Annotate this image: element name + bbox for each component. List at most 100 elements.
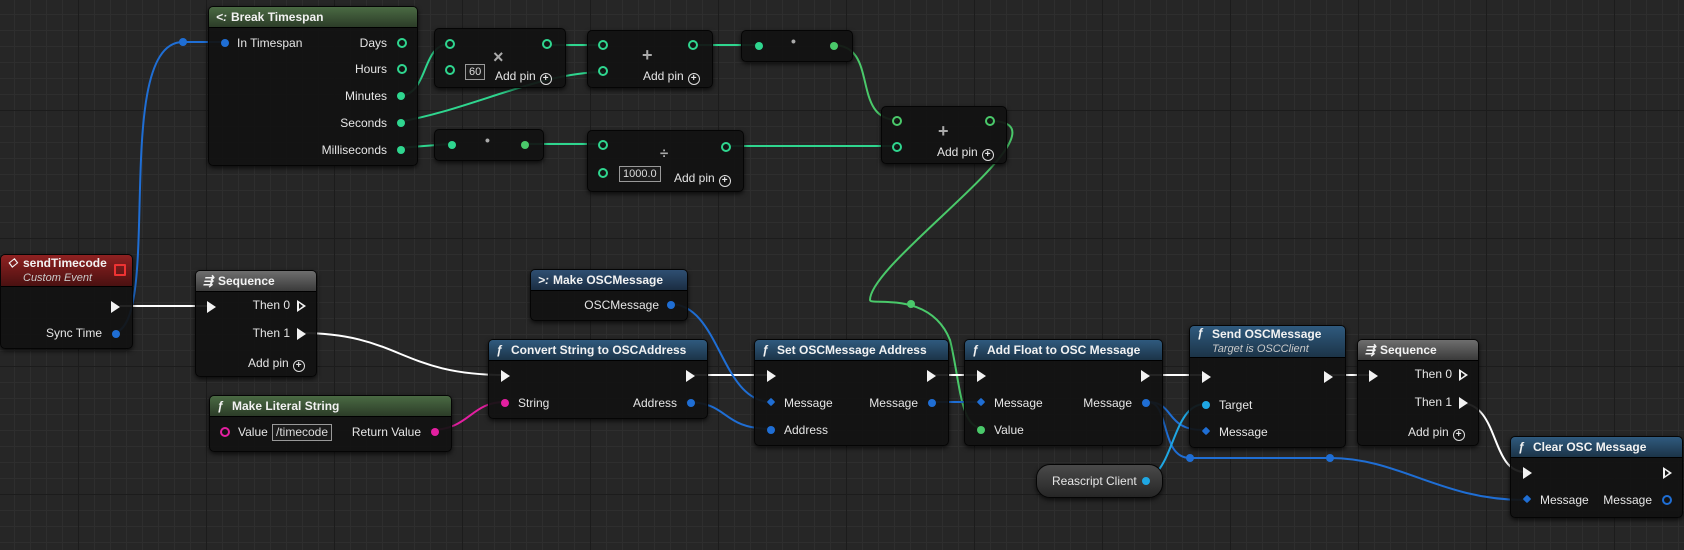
sequence-node-2[interactable]: ⇶Sequence Then 0 Then 1 Add pin+ xyxy=(1357,339,1479,446)
add-node-2[interactable]: + Add pin+ xyxy=(881,106,1007,164)
add1-add-pin-button[interactable]: Add pin+ xyxy=(643,69,700,85)
divide-out-pin[interactable] xyxy=(721,142,731,152)
set-address-exec-in-pin[interactable] xyxy=(767,370,776,382)
sync-time-pin[interactable] xyxy=(112,330,120,338)
address-label: Address xyxy=(632,396,677,410)
value-text-input[interactable]: /timecode xyxy=(272,424,333,441)
divide-node[interactable]: 1000.0 ÷ Add pin+ xyxy=(587,130,744,192)
set-address-message-in-pin[interactable] xyxy=(766,397,776,407)
sequence1-add-pin-button[interactable]: Add pin+ xyxy=(248,356,305,372)
break-timespan-node[interactable]: <:Break Timespan In Timespan Days Hours … xyxy=(208,6,418,166)
send-osc-exec-out-pin[interactable] xyxy=(1324,371,1333,383)
multiply-in-b-pin[interactable] xyxy=(445,65,455,75)
multiply-in-a-pin[interactable] xyxy=(445,39,455,49)
clear-exec-in-pin[interactable] xyxy=(1523,467,1532,479)
sequence1-exec-in-pin[interactable] xyxy=(207,301,216,313)
reroute2-out-pin[interactable] xyxy=(521,141,529,149)
reroute-node-1[interactable]: • xyxy=(741,30,853,62)
divide-add-pin-button[interactable]: Add pin+ xyxy=(674,171,731,187)
reroute1-symbol: • xyxy=(791,33,796,49)
send-osc-message-pin[interactable] xyxy=(1201,426,1211,436)
convert-exec-in-pin[interactable] xyxy=(501,370,510,382)
hours-pin[interactable] xyxy=(397,64,407,74)
node-header[interactable]: ⇶Sequence xyxy=(1358,340,1478,361)
sequence1-then0-pin[interactable] xyxy=(297,300,306,312)
seconds-pin[interactable] xyxy=(397,119,405,127)
clear-message-out-pin[interactable] xyxy=(1662,495,1672,505)
milliseconds-pin[interactable] xyxy=(397,146,405,154)
sequence2-then0-pin[interactable] xyxy=(1459,369,1468,381)
add1-in-a-pin[interactable] xyxy=(598,40,608,50)
add-float-exec-out-pin[interactable] xyxy=(1141,370,1150,382)
send-osc-exec-in-pin[interactable] xyxy=(1202,371,1211,383)
reroute2-in-pin[interactable] xyxy=(448,141,456,149)
divide-in-b-pin[interactable] xyxy=(598,168,608,178)
add-float-exec-in-pin[interactable] xyxy=(977,370,986,382)
sequence2-exec-in-pin[interactable] xyxy=(1369,370,1378,382)
divide-literal-input[interactable]: 1000.0 xyxy=(619,166,661,182)
add1-out-pin[interactable] xyxy=(688,40,698,50)
add-float-value-in-pin[interactable] xyxy=(977,426,985,434)
sequence-node-1[interactable]: ⇶Sequence Then 0 Then 1 Add pin+ xyxy=(195,270,317,377)
make-osc-message-node[interactable]: >:Make OSCMessage OSCMessage xyxy=(530,269,688,321)
divide-in-a-pin[interactable] xyxy=(598,140,608,150)
oscmessage-out-pin[interactable] xyxy=(667,301,675,309)
sequence2-then1-pin[interactable] xyxy=(1459,397,1468,409)
node-subtitle: Custom Event xyxy=(23,272,93,284)
node-header[interactable]: ⇶Sequence xyxy=(196,271,316,292)
string-in-pin[interactable] xyxy=(501,399,509,407)
add2-in-a-pin[interactable] xyxy=(892,116,902,126)
add-pin-icon: + xyxy=(981,149,994,161)
reascript-client-out-pin[interactable] xyxy=(1142,477,1150,485)
sequence1-then1-pin[interactable] xyxy=(297,328,306,340)
add2-add-pin-button[interactable]: Add pin+ xyxy=(937,145,994,161)
node-header[interactable]: >:Make OSCMessage xyxy=(531,270,687,291)
reroute-node-2[interactable]: • xyxy=(434,129,544,161)
multiply-add-pin-button[interactable]: Add pin+ xyxy=(495,69,552,85)
add-node-1[interactable]: + Add pin+ xyxy=(587,30,713,88)
node-header[interactable]: <:Break Timespan xyxy=(209,7,417,28)
minutes-pin[interactable] xyxy=(397,92,405,100)
add1-in-b-pin[interactable] xyxy=(598,66,608,76)
event-delegate-pin[interactable] xyxy=(114,264,126,276)
add-float-message-in-pin[interactable] xyxy=(976,397,986,407)
reroute1-in-pin[interactable] xyxy=(755,42,763,50)
event-exec-out-pin[interactable] xyxy=(111,301,120,313)
node-title: Sequence xyxy=(218,274,275,288)
sequence2-add-pin-button[interactable]: Add pin+ xyxy=(1408,425,1465,441)
set-address-exec-out-pin[interactable] xyxy=(927,370,936,382)
multiply-out-pin[interactable] xyxy=(542,39,552,49)
clear-message-in-pin[interactable] xyxy=(1522,494,1532,504)
days-pin[interactable] xyxy=(397,38,407,48)
add-float-message-out-pin[interactable] xyxy=(1142,399,1150,407)
send-osc-target-pin[interactable] xyxy=(1202,401,1210,409)
reroute1-out-pin[interactable] xyxy=(830,42,838,50)
add2-in-b-pin[interactable] xyxy=(892,142,902,152)
clear-exec-out-pin[interactable] xyxy=(1663,467,1672,479)
add2-out-pin[interactable] xyxy=(985,116,995,126)
set-address-address-in-pin[interactable] xyxy=(767,426,775,434)
multiply-node[interactable]: 60 × Add pin+ xyxy=(434,28,566,88)
value-in-pin[interactable] xyxy=(220,427,230,437)
return-value-pin[interactable] xyxy=(431,428,439,436)
convert-exec-out-pin[interactable] xyxy=(686,370,695,382)
address-out-pin[interactable] xyxy=(687,399,695,407)
reascript-client-node[interactable]: Reascript Client xyxy=(1036,464,1163,498)
multiply-literal-input[interactable]: 60 xyxy=(465,64,486,80)
in-timespan-pin[interactable] xyxy=(221,39,229,47)
set-address-message-out-pin[interactable] xyxy=(928,399,936,407)
